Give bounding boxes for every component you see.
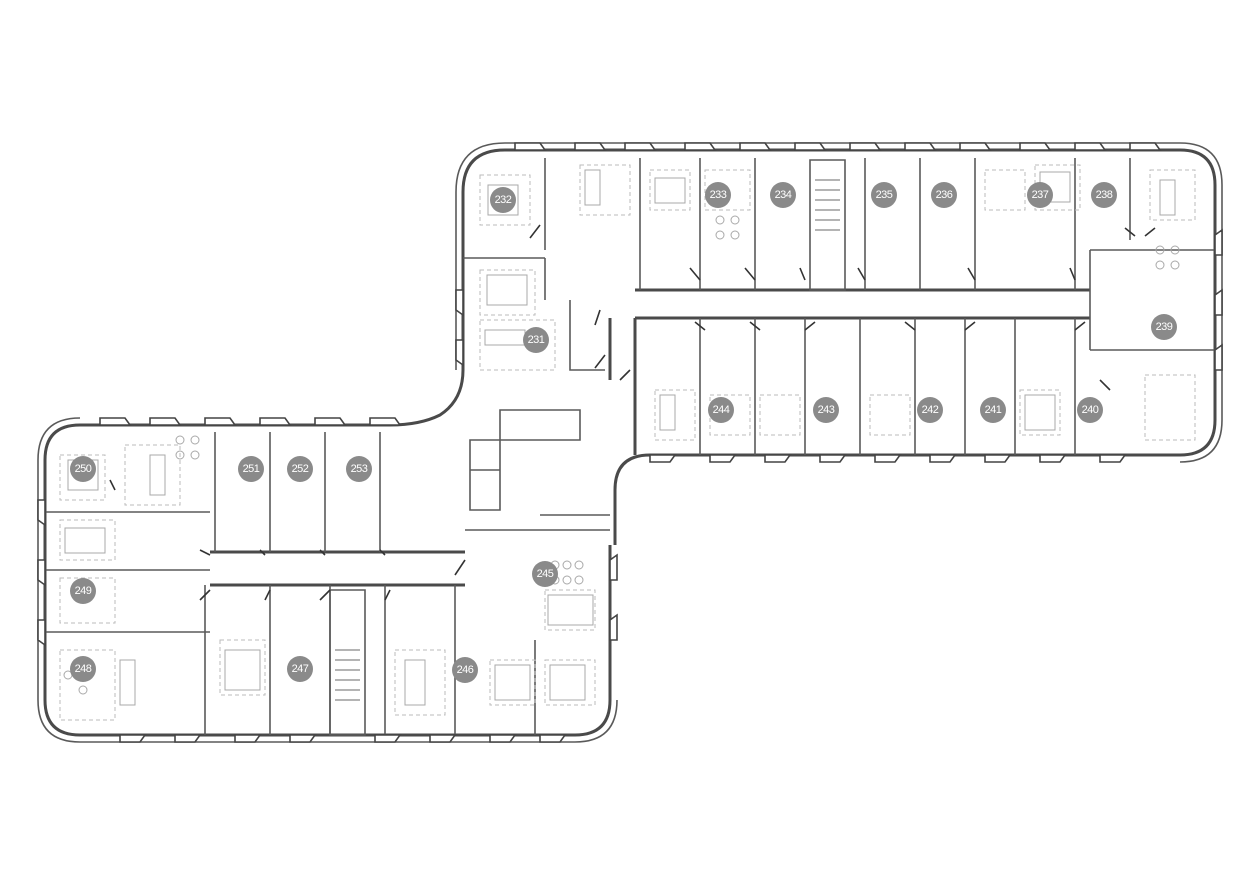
unit-badge-241[interactable]: 241 (980, 397, 1006, 423)
unit-badge-251[interactable]: 251 (238, 456, 264, 482)
furniture (63, 169, 1180, 706)
doors (109, 224, 1156, 601)
unit-badge-235[interactable]: 235 (871, 182, 897, 208)
unit-badge-237[interactable]: 237 (1027, 182, 1053, 208)
unit-badge-243[interactable]: 243 (813, 397, 839, 423)
unit-badge-250[interactable]: 250 (70, 456, 96, 482)
unit-badge-253[interactable]: 253 (346, 456, 372, 482)
unit-badge-231[interactable]: 231 (523, 327, 549, 353)
core (329, 159, 846, 736)
unit-badge-232[interactable]: 232 (490, 187, 516, 213)
south-partitions (45, 432, 610, 735)
unit-badge-252[interactable]: 252 (287, 456, 313, 482)
unit-badge-247[interactable]: 247 (287, 656, 313, 682)
unit-badge-239[interactable]: 239 (1151, 314, 1177, 340)
unit-badge-249[interactable]: 249 (70, 578, 96, 604)
unit-badge-244[interactable]: 244 (708, 397, 734, 423)
window-bays (37, 142, 1223, 743)
south-wing-walls (37, 417, 618, 743)
unit-badge-234[interactable]: 234 (770, 182, 796, 208)
unit-badge-242[interactable]: 242 (917, 397, 943, 423)
unit-badge-236[interactable]: 236 (931, 182, 957, 208)
room-zones (59, 164, 1196, 721)
north-partitions (463, 158, 1215, 455)
unit-badge-248[interactable]: 248 (70, 656, 96, 682)
unit-badge-233[interactable]: 233 (705, 182, 731, 208)
unit-badge-240[interactable]: 240 (1077, 397, 1103, 423)
north-wing-walls (389, 142, 1223, 545)
unit-badge-245[interactable]: 245 (532, 561, 558, 587)
unit-badge-246[interactable]: 246 (452, 657, 478, 683)
unit-badge-238[interactable]: 238 (1091, 182, 1117, 208)
